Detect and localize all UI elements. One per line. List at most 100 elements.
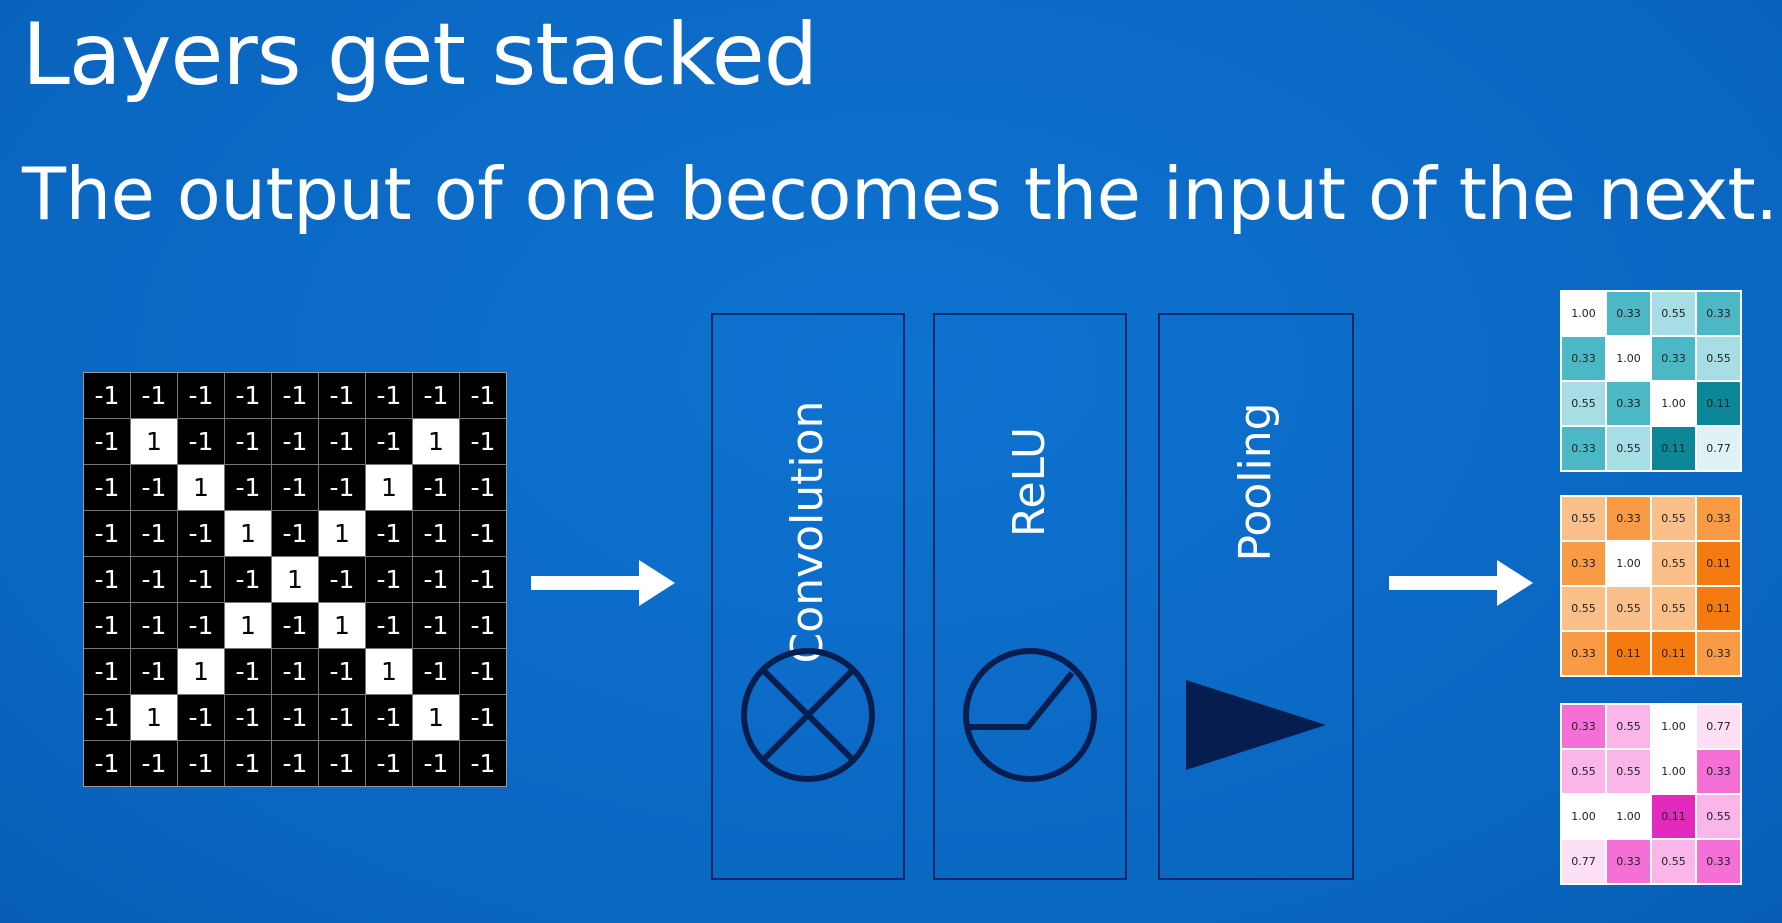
output-map-cell: 0.77 [1562,840,1605,883]
output-map-cell: 0.55 [1562,497,1605,540]
input-grid-cell: -1 [131,465,177,510]
layer-box-convolution: Convolution [711,313,905,880]
input-grid-cell: -1 [225,557,271,602]
input-grid-cell: -1 [319,649,365,694]
relu-curve-icon [963,648,1097,782]
output-map-cell: 0.11 [1652,427,1695,470]
output-map-cell: 0.55 [1697,337,1740,380]
output-map-cell: 0.55 [1652,840,1695,883]
input-grid-cell: -1 [225,649,271,694]
arrow-right-icon [531,560,675,606]
output-map-cell: 0.55 [1607,705,1650,748]
arrow-right-icon [1389,560,1533,606]
output-map-cell: 0.33 [1562,705,1605,748]
output-map-cell: 0.55 [1562,587,1605,630]
input-grid-cell: -1 [178,603,224,648]
output-map-cell: 0.11 [1697,542,1740,585]
pooling-triangle-icon [1186,680,1326,770]
input-grid-cell: -1 [272,603,318,648]
output-map-cell: 0.55 [1652,542,1695,585]
input-grid-cell: -1 [319,741,365,786]
output-map-cell: 1.00 [1607,542,1650,585]
input-grid-cell: 1 [413,695,459,740]
input-grid-cell: -1 [272,465,318,510]
output-map-cell: 0.11 [1652,795,1695,838]
input-grid-cell: 1 [319,511,365,556]
input-grid-cell: -1 [84,557,130,602]
input-grid-cell: -1 [460,695,506,740]
output-map-cell: 1.00 [1607,795,1650,838]
input-grid-cell: -1 [366,511,412,556]
input-grid-cell: -1 [413,465,459,510]
input-grid-cell: -1 [460,465,506,510]
input-grid-cell: -1 [366,557,412,602]
input-grid-cell: 1 [272,557,318,602]
input-grid-cell: -1 [413,557,459,602]
input-grid-cell: -1 [131,649,177,694]
input-grid-cell: -1 [413,511,459,556]
output-map-cell: 1.00 [1652,382,1695,425]
output-map-cell: 1.00 [1652,705,1695,748]
input-grid-cell: -1 [178,741,224,786]
input-grid-cell: -1 [225,419,271,464]
input-grid-cell: -1 [460,603,506,648]
output-map-cell: 0.33 [1607,497,1650,540]
input-grid-cell: -1 [178,419,224,464]
input-grid-cell: -1 [366,695,412,740]
input-grid-cell: -1 [272,695,318,740]
output-map-cell: 0.33 [1652,337,1695,380]
output-map-cell: 0.33 [1607,840,1650,883]
input-grid-cell: -1 [84,695,130,740]
input-grid-cell: -1 [131,741,177,786]
layer-box-pooling: Pooling [1158,313,1354,880]
output-map-cell: 0.77 [1697,427,1740,470]
output-map-cell: 0.55 [1652,497,1695,540]
input-grid-cell: 1 [178,465,224,510]
input-grid-cell: -1 [366,373,412,418]
slide-subtitle: The output of one becomes the input of t… [22,152,1778,236]
output-map-cell: 1.00 [1562,292,1605,335]
input-grid-cell: 1 [225,603,271,648]
output-map-cell: 0.33 [1697,632,1740,675]
input-grid-cell: -1 [460,649,506,694]
input-grid-cell: -1 [178,695,224,740]
input-grid-cell: -1 [178,557,224,602]
layer-label-relu: ReLU [1004,426,1055,538]
input-grid-cell: -1 [272,649,318,694]
input-grid-cell: -1 [84,465,130,510]
output-map-cell: 0.11 [1697,587,1740,630]
input-grid-cell: -1 [319,695,365,740]
input-grid-cell: -1 [272,511,318,556]
input-grid-cell: -1 [460,511,506,556]
output-map-cell: 0.33 [1562,427,1605,470]
input-grid-cell: -1 [366,419,412,464]
output-map-cell: 0.33 [1697,292,1740,335]
output-map-cell: 0.55 [1607,750,1650,793]
input-grid-cell: 1 [413,419,459,464]
input-grid-cell: -1 [272,419,318,464]
input-grid-cell: -1 [131,373,177,418]
output-map-cell: 0.33 [1562,542,1605,585]
input-grid-cell: 1 [319,603,365,648]
input-grid-cell: 1 [366,649,412,694]
output-map-cell: 0.77 [1697,705,1740,748]
input-grid-cell: -1 [272,373,318,418]
input-grid-cell: 1 [131,695,177,740]
input-grid-cell: -1 [366,741,412,786]
input-grid-cell: -1 [84,603,130,648]
output-map-cell: 0.33 [1562,337,1605,380]
input-grid-cell: -1 [84,741,130,786]
input-grid-cell: -1 [413,741,459,786]
input-grid-cell: -1 [319,557,365,602]
input-grid-cell: 1 [131,419,177,464]
input-grid-cell: -1 [84,511,130,556]
output-map-cell: 0.55 [1562,750,1605,793]
slide-title: Layers get stacked [22,5,818,105]
input-grid-cell: -1 [413,649,459,694]
input-grid-cell: -1 [413,603,459,648]
